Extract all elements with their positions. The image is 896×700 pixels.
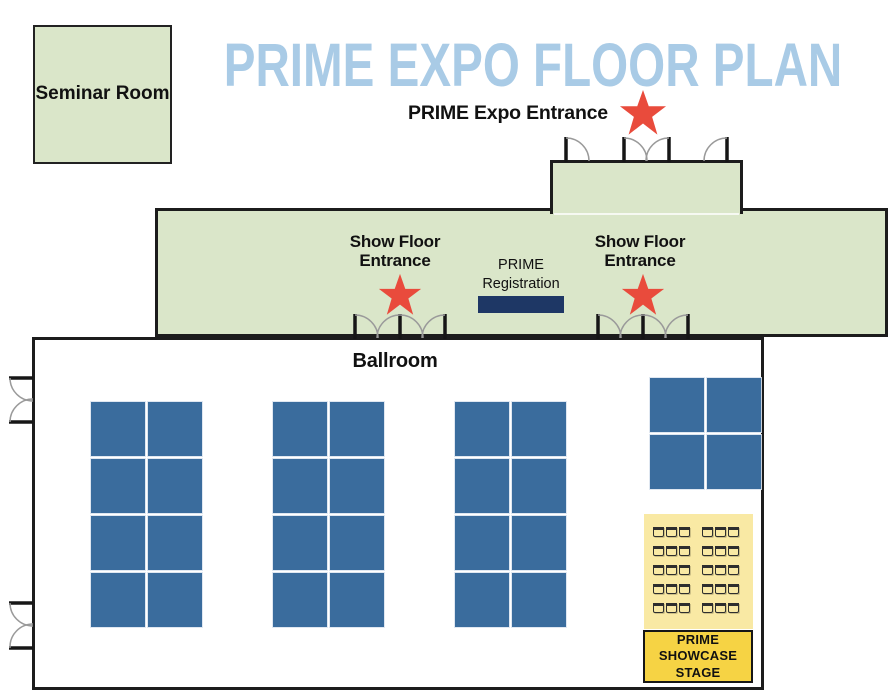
stage-seating [644, 514, 753, 629]
booth [649, 377, 705, 433]
booth-block [90, 401, 203, 628]
chair-icon [728, 527, 739, 537]
booth [272, 401, 328, 457]
show-floor-entrance-label-2: Show Floor Entrance [594, 232, 686, 271]
chair-icon [653, 584, 664, 594]
ballroom-side-door-1 [9, 376, 34, 424]
chair-icon [666, 603, 677, 613]
seminar-room-label: Seminar Room [35, 83, 170, 105]
seminar-room: Seminar Room [33, 25, 172, 164]
chair-icon [679, 603, 690, 613]
chair-icon [728, 603, 739, 613]
showcase-stage-label: PRIME SHOWCASE STAGE [658, 632, 738, 680]
booth [511, 401, 567, 457]
booth [329, 572, 385, 628]
expo-entrance-star-icon [619, 89, 667, 135]
booth [90, 458, 146, 514]
booth [147, 458, 203, 514]
ballroom [32, 337, 764, 690]
registration-label: PRIME Registration [482, 257, 560, 292]
chair-icon [679, 546, 690, 556]
booth-block [272, 401, 385, 628]
chair-icon [715, 546, 726, 556]
ballroom-label: Ballroom [352, 350, 438, 372]
expo-entrance-label: PRIME Expo Entrance [408, 102, 608, 124]
booth [454, 515, 510, 571]
chair-icon [679, 565, 690, 575]
booth [90, 515, 146, 571]
booth [329, 458, 385, 514]
booth [329, 515, 385, 571]
chair-icon [653, 603, 664, 613]
vestibule-door-left [564, 137, 590, 162]
lobby [155, 208, 888, 337]
chair-icon [728, 565, 739, 575]
booth [90, 572, 146, 628]
vestibule-door-right [703, 137, 729, 162]
booth [272, 572, 328, 628]
chair-icon [702, 584, 713, 594]
booth [272, 515, 328, 571]
booth [329, 401, 385, 457]
booth [454, 572, 510, 628]
chair-icon [702, 603, 713, 613]
chair-icon [653, 565, 664, 575]
vestibule-lobby-opening [554, 213, 739, 215]
booth-block [454, 401, 567, 628]
booth [147, 401, 203, 457]
chair-icon [715, 584, 726, 594]
ballroom-side-door-2 [9, 601, 34, 650]
booth-block [649, 377, 762, 490]
showcase-stage: PRIME SHOWCASE STAGE [643, 630, 753, 683]
booth [511, 458, 567, 514]
chair-icon [715, 603, 726, 613]
chair-icon [666, 565, 677, 575]
chair-icon [666, 584, 677, 594]
booth [511, 515, 567, 571]
show-floor-entrance-label-1: Show Floor Entrance [349, 232, 441, 271]
show-floor-entrance-star-icon-1 [378, 273, 422, 315]
chair-icon [666, 546, 677, 556]
chair-icon [679, 584, 690, 594]
show-floor-entrance-star-icon-2 [621, 273, 665, 315]
chair-icon [653, 546, 664, 556]
chair-icon [715, 527, 726, 537]
booth [454, 458, 510, 514]
booth [147, 572, 203, 628]
booth [90, 401, 146, 457]
vestibule-door-double [622, 137, 671, 162]
chair-icon [679, 527, 690, 537]
page-title: PRIME EXPO FLOOR PLAN [223, 31, 843, 99]
entrance-vestibule [550, 160, 743, 215]
booth [454, 401, 510, 457]
chair-icon [702, 546, 713, 556]
booth [649, 434, 705, 490]
chair-icon [653, 527, 664, 537]
chair-icon [702, 527, 713, 537]
chair-icon [666, 527, 677, 537]
booth [706, 434, 762, 490]
booth [706, 377, 762, 433]
chair-icon [715, 565, 726, 575]
chair-icon [728, 546, 739, 556]
booth [511, 572, 567, 628]
booth [147, 515, 203, 571]
booth [272, 458, 328, 514]
chair-icon [728, 584, 739, 594]
chair-icon [702, 565, 713, 575]
registration-desk [478, 296, 564, 313]
